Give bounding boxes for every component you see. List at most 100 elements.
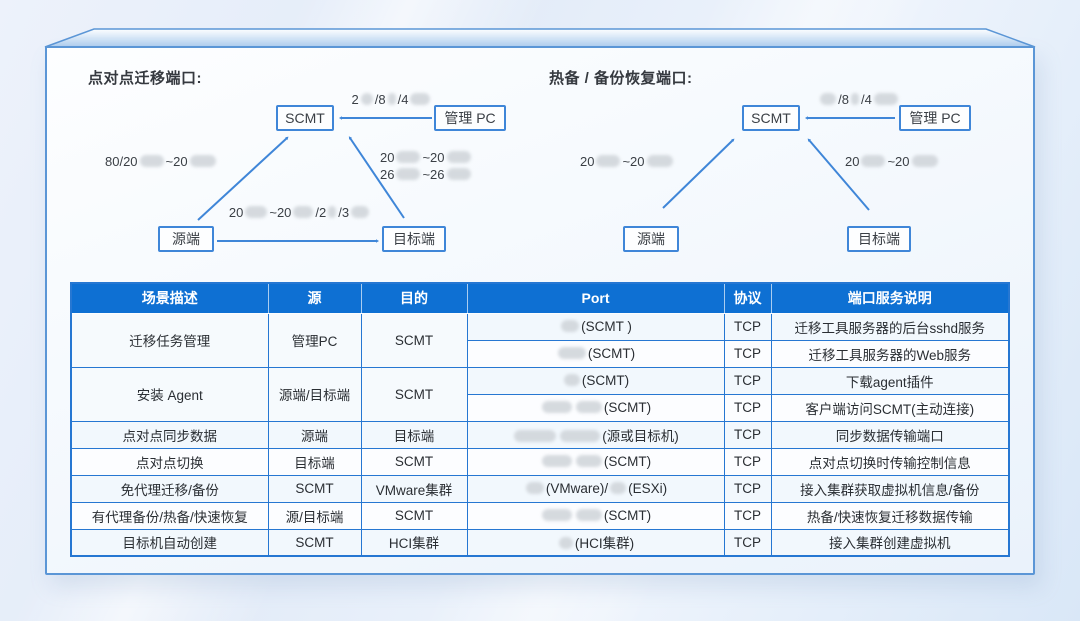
- left-target-scmt-ports-1: 20~20: [380, 150, 473, 165]
- cell-protocol: TCP: [723, 420, 772, 449]
- cell-source: 管理PC: [267, 312, 362, 368]
- cell-port: (SCMT ): [466, 312, 725, 341]
- table-row: 有代理备份/热备/快速恢复 源/目标端 SCMT (SCMT) TCP 热备/快…: [70, 501, 1010, 530]
- cell-port: (SCMT): [466, 339, 725, 368]
- cell-scenario: 有代理备份/热备/快速恢复: [70, 501, 269, 530]
- redacted-port-number: [525, 482, 544, 494]
- cell-port: (源或目标机): [466, 420, 725, 449]
- right-source-node: 源端: [623, 226, 679, 252]
- left-pc-scmt-ports: 2/8/4: [347, 92, 437, 107]
- table-row: 免代理迁移/备份 SCMT VMware集群 (VMware)/(ESXi) T…: [70, 474, 1010, 503]
- cell-scenario: 迁移任务管理: [70, 312, 269, 368]
- cell-port: (SCMT): [466, 447, 725, 476]
- redacted-port-number: [410, 93, 431, 105]
- right-source-scmt-ports: 20~20: [580, 154, 675, 169]
- col-header-source: 源: [267, 283, 362, 314]
- col-header-dest: 目的: [360, 283, 468, 314]
- redacted-port-number: [646, 155, 673, 167]
- right-target-scmt-ports: 20~20: [845, 154, 940, 169]
- arrow-right-source-to-scmt: [662, 140, 733, 209]
- redacted-port-number: [873, 93, 898, 105]
- table-row: 点对点同步数据 源端 目标端 (源或目标机) TCP 同步数据传输端口: [70, 420, 1010, 449]
- redacted-port-number: [387, 93, 396, 105]
- left-source-node: 源端: [158, 226, 214, 252]
- cell-scenario: 目标机自动创建: [70, 528, 269, 557]
- cell-protocol: TCP: [723, 393, 772, 422]
- right-diagram-title: 热备 / 备份恢复端口:: [549, 70, 693, 87]
- table-header-row: 场景描述 源 目的 Port 协议 端口服务说明: [71, 283, 1009, 314]
- cell-protocol: TCP: [723, 447, 772, 476]
- table-row: 目标机自动创建 SCMT HCI集群 (HCI集群) TCP 接入集群创建虚拟机: [70, 528, 1010, 557]
- redacted-port-number: [328, 206, 337, 218]
- cell-source: 源/目标端: [267, 501, 362, 530]
- redacted-port-number: [541, 401, 572, 413]
- table-row: (SCMT) TCP 客户端访问SCMT(主动连接): [71, 393, 1010, 422]
- left-target-node: 目标端: [382, 226, 446, 252]
- table-row: (SCMT) TCP 迁移工具服务器的Web服务: [71, 339, 1010, 368]
- cell-scenario: 安装 Agent: [70, 366, 269, 422]
- cell-desc: 客户端访问SCMT(主动连接): [770, 393, 1010, 422]
- redacted-port-number: [563, 374, 580, 386]
- col-header-desc: 端口服务说明: [770, 283, 1009, 314]
- redacted-port-number: [575, 509, 602, 521]
- col-header-port: Port: [466, 283, 725, 314]
- cell-source: 源端/目标端: [267, 366, 362, 422]
- ports-table: 场景描述 源 目的 Port 协议 端口服务说明 迁移任务管理 管理PC SCM…: [70, 282, 1010, 557]
- col-header-protocol: 协议: [723, 283, 772, 314]
- cell-protocol: TCP: [723, 366, 772, 395]
- arrow-right-target-to-scmt: [809, 140, 870, 211]
- cell-protocol: TCP: [723, 528, 772, 557]
- cell-source: SCMT: [267, 528, 362, 557]
- cell-desc: 迁移工具服务器的Web服务: [770, 339, 1010, 368]
- cell-dest: SCMT: [360, 447, 468, 476]
- left-source-scmt-ports: 80/20~20: [105, 154, 218, 169]
- redacted-port-number: [541, 455, 572, 467]
- left-diagram-title: 点对点迁移端口:: [88, 70, 202, 87]
- cell-dest: VMware集群: [360, 474, 468, 503]
- cell-protocol: TCP: [723, 501, 772, 530]
- content-panel: 点对点迁移端口: SCMT 管理 PC 源端 目标端 2/8/4 80/20~2…: [45, 46, 1035, 575]
- cell-dest: SCMT: [360, 366, 468, 422]
- redacted-port-number: [861, 155, 886, 167]
- cell-desc: 下载agent插件: [770, 366, 1010, 395]
- right-target-node: 目标端: [847, 226, 911, 252]
- redacted-port-number: [561, 320, 580, 332]
- table-row: 迁移任务管理 管理PC SCMT (SCMT ) TCP 迁移工具服务器的后台s…: [70, 312, 1010, 368]
- redacted-port-number: [360, 93, 373, 105]
- redacted-port-number: [541, 509, 572, 521]
- cell-source: 源端: [267, 420, 362, 449]
- cell-scenario: 点对点切换: [70, 447, 269, 476]
- cell-desc: 热备/快速恢复迁移数据传输: [770, 501, 1010, 530]
- redacted-port-number: [820, 93, 837, 105]
- cell-protocol: TCP: [723, 312, 772, 341]
- redacted-port-number: [610, 482, 627, 494]
- cell-dest: 目标端: [360, 420, 468, 449]
- cell-desc: 同步数据传输端口: [770, 420, 1010, 449]
- redacted-port-number: [396, 151, 421, 163]
- cell-dest: HCI集群: [360, 528, 468, 557]
- redacted-port-number: [396, 168, 421, 180]
- cell-desc: 接入集群获取虚拟机信息/备份: [770, 474, 1010, 503]
- redacted-port-number: [514, 429, 557, 442]
- redacted-port-number: [575, 455, 602, 467]
- left-scmt-node: SCMT: [276, 105, 334, 131]
- cell-source: SCMT: [267, 474, 362, 503]
- redacted-port-number: [575, 401, 602, 413]
- redacted-port-number: [245, 206, 268, 218]
- cell-scenario: 免代理迁移/备份: [70, 474, 269, 503]
- table-row: 点对点切换 目标端 SCMT (SCMT) TCP 点对点切换时传输控制信息: [70, 447, 1010, 476]
- cell-dest: SCMT: [360, 501, 468, 530]
- cell-port: (VMware)/(ESXi): [466, 474, 725, 503]
- cell-source: 目标端: [267, 447, 362, 476]
- redacted-port-number: [351, 206, 370, 218]
- left-target-scmt-ports-2: 26~26: [380, 167, 473, 182]
- redacted-port-number: [139, 155, 164, 167]
- cell-desc: 接入集群创建虚拟机: [770, 528, 1010, 557]
- redacted-port-number: [558, 537, 573, 550]
- right-scmt-node: SCMT: [742, 105, 800, 131]
- cell-protocol: TCP: [723, 474, 772, 503]
- redacted-port-number: [189, 155, 216, 167]
- redacted-port-number: [446, 168, 471, 180]
- redacted-port-number: [557, 347, 586, 359]
